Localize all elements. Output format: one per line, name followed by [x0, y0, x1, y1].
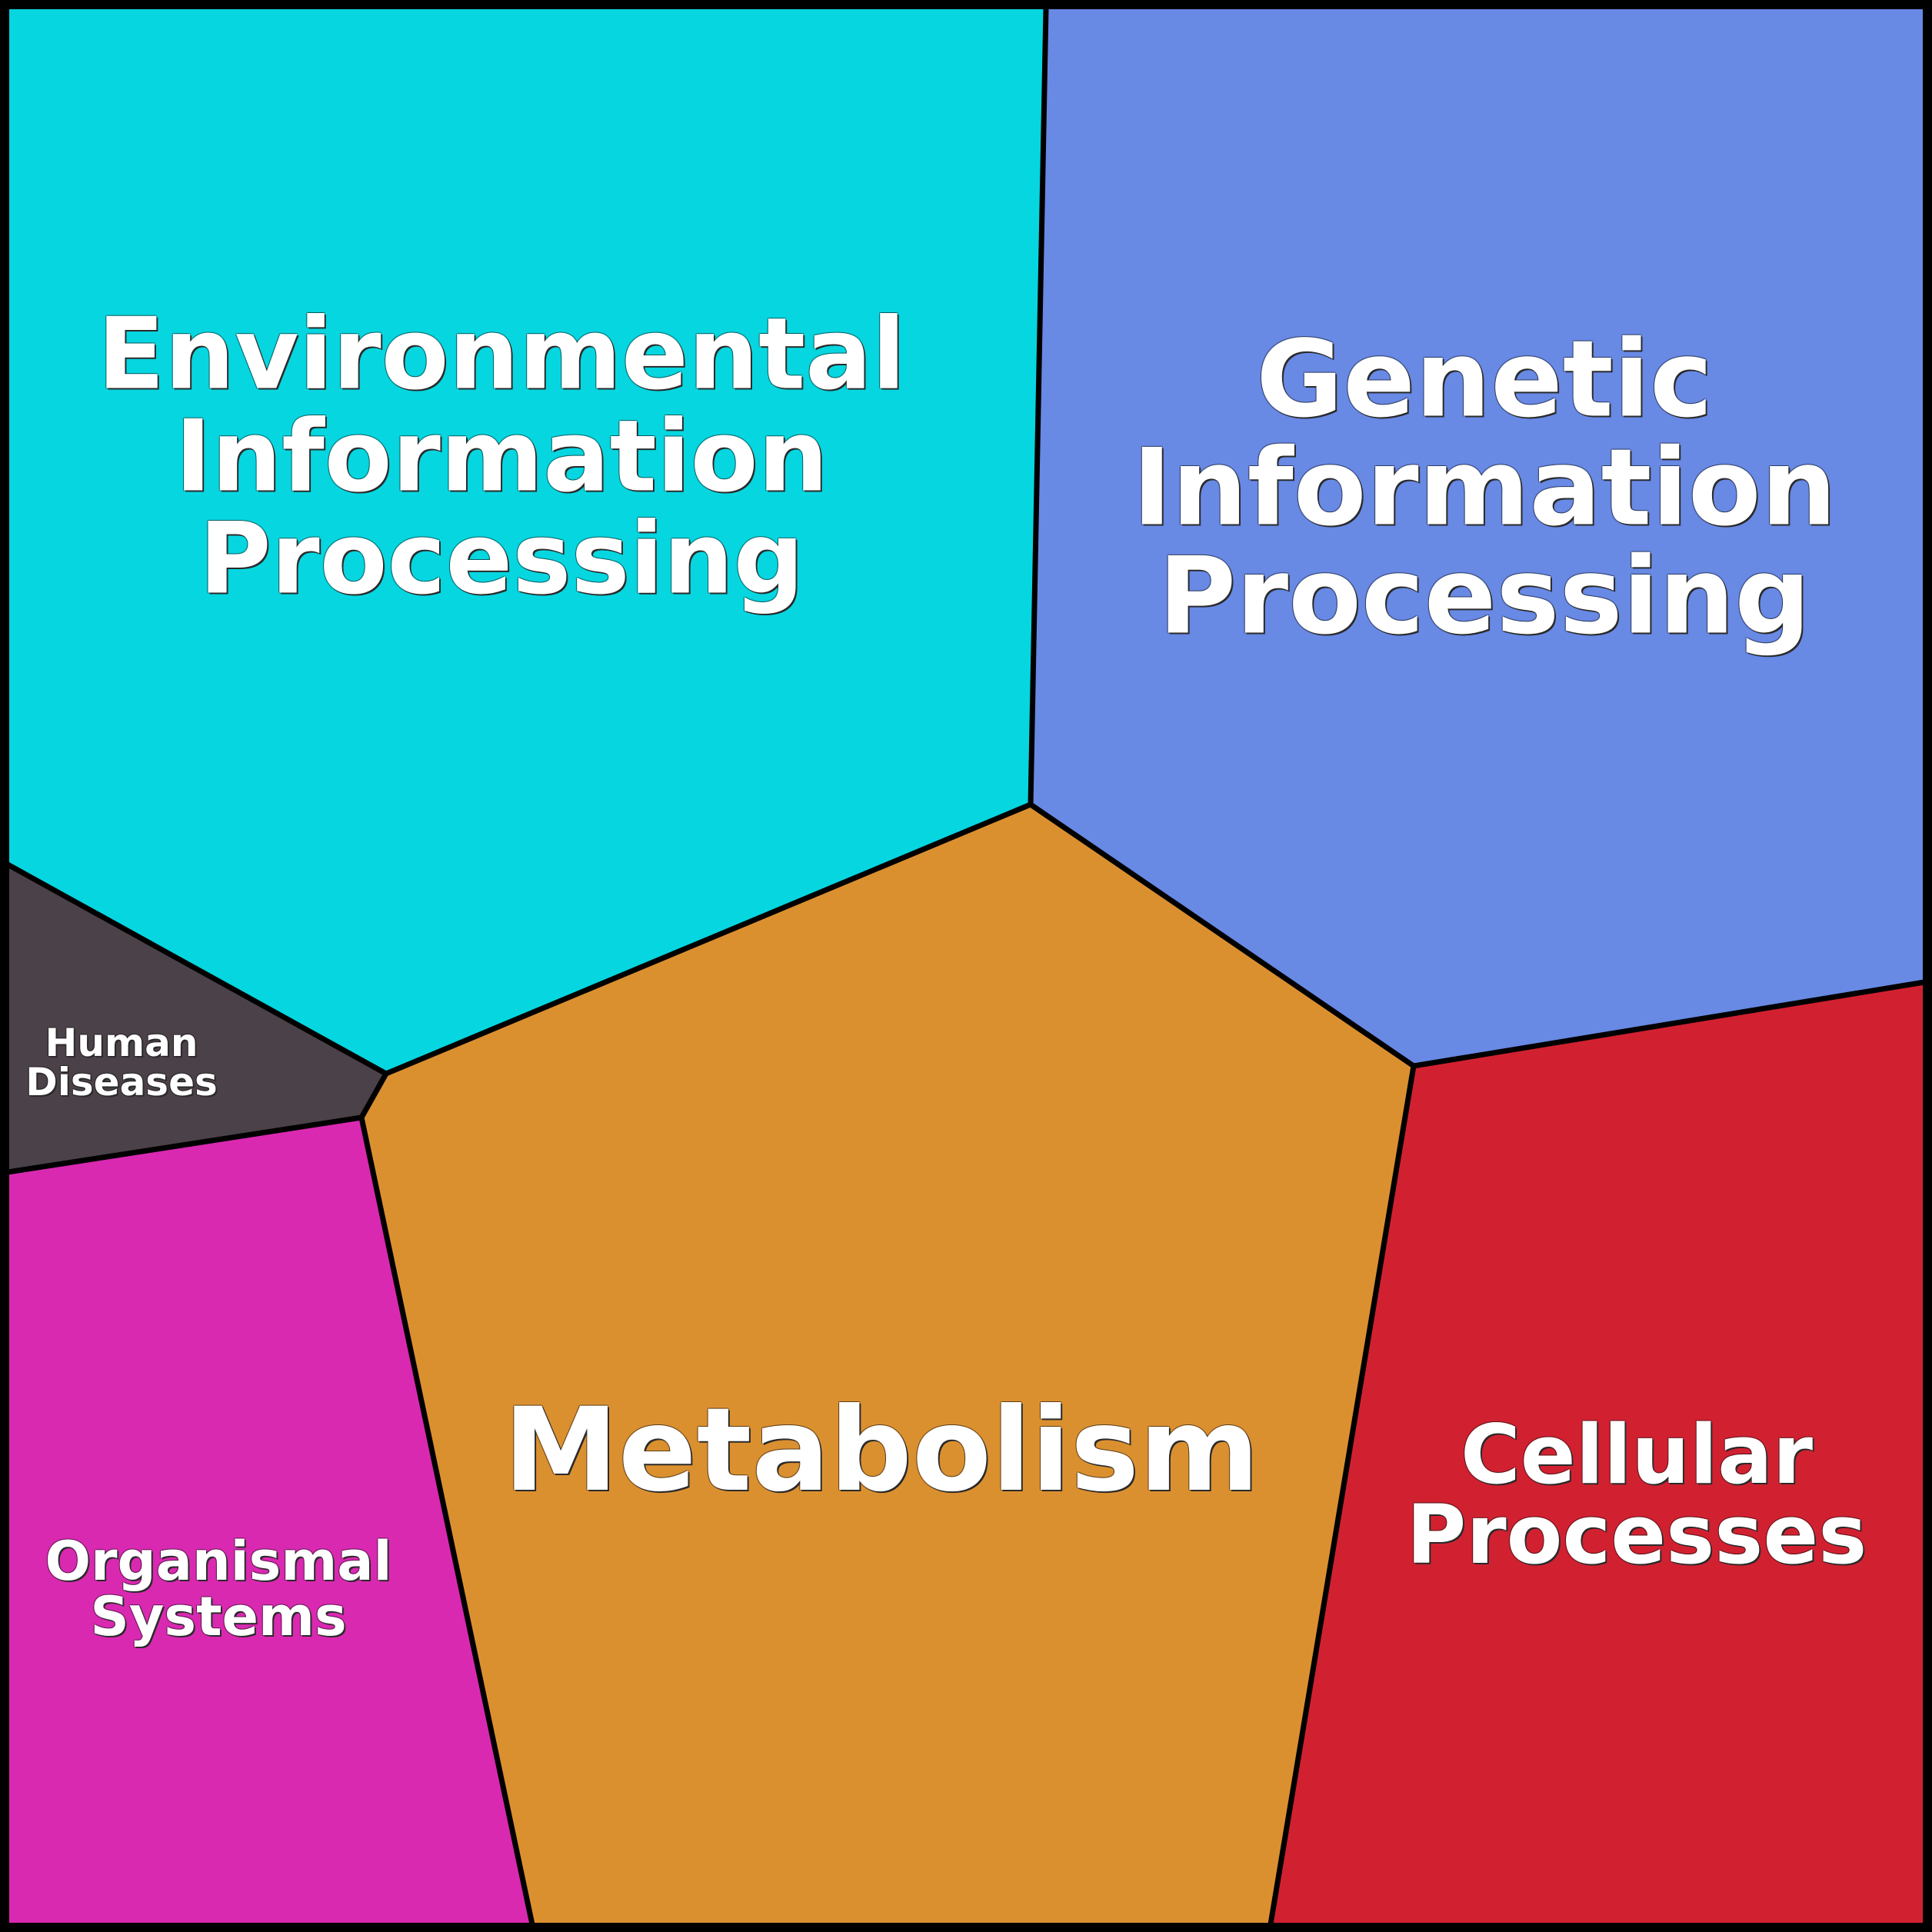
label-metabolism: Metabolism: [504, 1393, 1260, 1508]
label-genetic-information-processing: Genetic Information Processing: [1132, 325, 1837, 651]
region-borders: [6, 7, 1925, 1925]
region-metabolism: [361, 804, 1414, 1924]
region-environmental-information-processing: [8, 8, 1046, 1074]
border-line: [1267, 1065, 1417, 1925]
label-organismal-systems: Organismal Systems: [45, 1534, 391, 1644]
label-line: Environmental: [97, 297, 906, 412]
border-line: [358, 1117, 535, 1925]
label-line: Processing: [1158, 534, 1811, 658]
region-genetic-information-processing: [1031, 8, 1924, 1066]
region-human-diseases: [8, 864, 386, 1172]
label-line: Information: [1132, 425, 1837, 550]
border-line: [1028, 7, 1925, 1069]
region-cellular-processes: [1271, 982, 1924, 1924]
label-line: Genetic: [1256, 317, 1713, 441]
region-organismal-systems: [8, 1118, 532, 1924]
label-line: Processes: [1406, 1487, 1867, 1582]
label-line: Human: [45, 1021, 198, 1065]
label-environmental-information-processing: Environmental Information Processing: [98, 304, 906, 611]
label-line: Information: [175, 399, 828, 515]
label-line: Diseases: [25, 1060, 218, 1104]
label-line: Cellular: [1461, 1407, 1813, 1502]
label-line: Metabolism: [503, 1384, 1260, 1517]
label-line: Organismal: [45, 1530, 392, 1593]
label-line: Processing: [198, 501, 804, 617]
label-line: Systems: [90, 1585, 347, 1648]
label-human-diseases: Human Diseases: [25, 1024, 218, 1102]
label-cellular-processes: Cellular Processes: [1406, 1407, 1867, 1582]
